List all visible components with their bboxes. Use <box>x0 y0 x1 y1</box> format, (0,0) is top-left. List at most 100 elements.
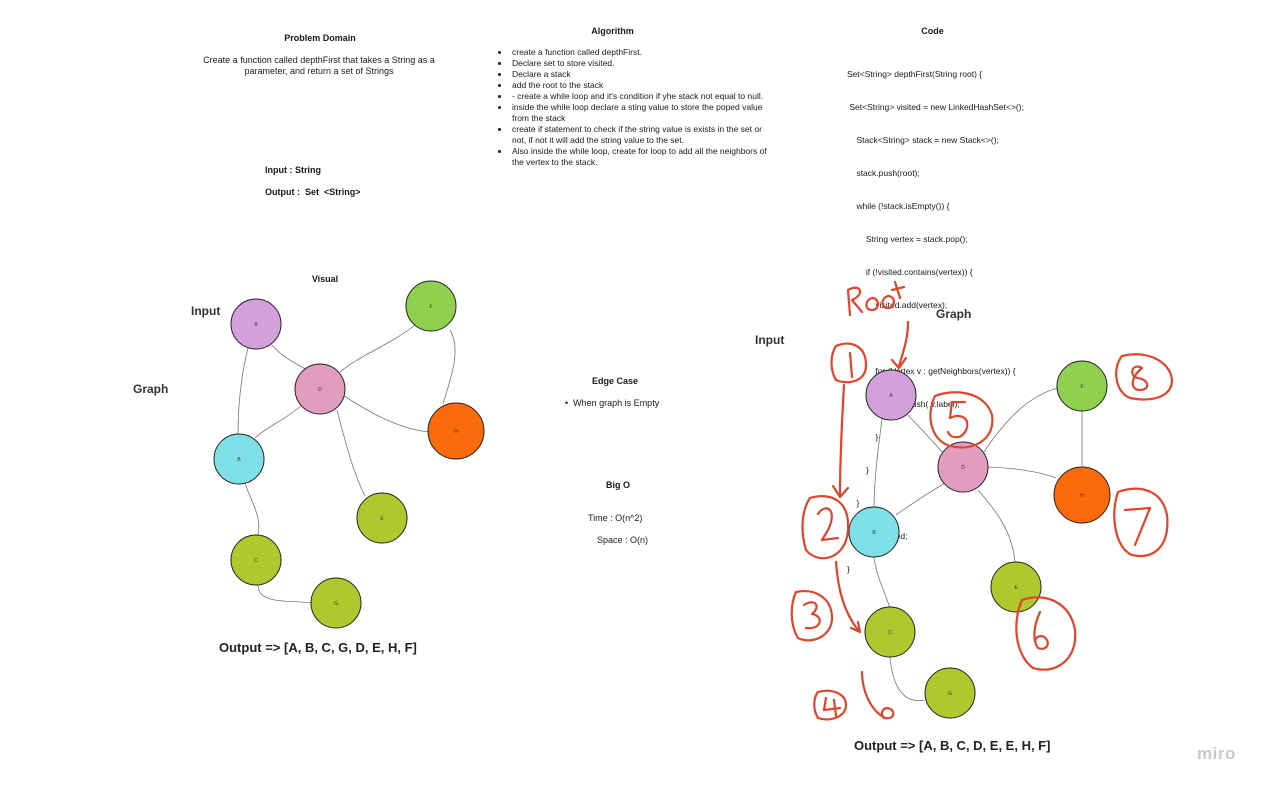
annotations <box>790 280 1174 721</box>
code-line: String vertex = stack.pop(); <box>847 234 968 244</box>
node-c-r <box>864 606 916 658</box>
algorithm-list: create a function called depthFirst. Dec… <box>496 47 772 168</box>
big-o-heading: Big O <box>606 480 630 490</box>
edge-b-c <box>244 482 260 536</box>
node-b <box>213 433 265 485</box>
node-label: G <box>948 691 952 697</box>
annotation-5 <box>929 391 994 449</box>
node-label: B <box>237 457 241 463</box>
edge-d-h <box>342 394 431 433</box>
algorithm-step: add the root to the stack <box>510 80 772 91</box>
algorithm-step: create if statement to check if the stri… <box>510 124 772 146</box>
right-graph-label: Graph <box>936 307 972 321</box>
node-label: G <box>334 601 338 607</box>
node-f-r <box>1056 360 1108 412</box>
code-line: } <box>847 465 869 475</box>
edge-d-e-r <box>977 489 1016 563</box>
node-label: H <box>454 429 458 435</box>
input-type: Input : String <box>265 165 321 175</box>
code-line: } <box>847 564 850 574</box>
node-a-r <box>865 369 917 421</box>
edge-case-text: When graph is Empty <box>573 398 660 408</box>
algorithm-step: inside the while loop declare a sting va… <box>510 102 772 124</box>
edge-d-f <box>339 324 416 373</box>
code-line: stack.push(root); <box>847 168 920 178</box>
annotation-7 <box>1113 487 1169 558</box>
node-label: B <box>872 530 876 536</box>
right-input-label: Input <box>755 333 785 347</box>
edge-d-b <box>254 404 303 439</box>
right-output: Output => [A, B, C, D, E, E, H, F] <box>854 738 1051 753</box>
time-complexity: Time : O(n^2) <box>588 513 643 523</box>
annotation-4 <box>813 689 848 721</box>
node-label: C <box>254 558 258 564</box>
problem-domain-text: Create a function called depthFirst that… <box>203 55 435 76</box>
node-label: H <box>1080 493 1084 499</box>
algorithm-heading: Algorithm <box>591 26 634 36</box>
arrow-c-g <box>860 670 895 720</box>
arrow-b-c <box>834 560 862 634</box>
node-g <box>310 577 362 629</box>
node-h <box>427 402 485 460</box>
node-label: F <box>429 304 432 310</box>
left-graph-nodes <box>213 280 485 629</box>
edge-a-b <box>237 347 249 436</box>
code-line: if (!visited.contains(vertex)) { <box>847 267 973 277</box>
visual-output: Output => [A, B, C, G, D, E, H, F] <box>219 640 417 655</box>
root-annotation <box>846 280 906 317</box>
space-complexity: Space : O(n) <box>597 535 649 545</box>
node-d-r <box>937 441 989 493</box>
arrow-a-b <box>831 383 850 499</box>
edge-c-g <box>257 584 313 604</box>
edge-c-g-r <box>889 656 926 701</box>
node-label: E <box>1014 585 1018 591</box>
node-label: F <box>1080 384 1083 390</box>
node-label: E <box>380 516 384 522</box>
node-b-r <box>848 506 900 558</box>
right-graph-edges <box>873 387 1083 701</box>
node-h-r <box>1053 466 1111 524</box>
bullet: • <box>565 398 574 408</box>
code-line: while (!stack.isEmpty()) { <box>847 201 950 211</box>
edge-d-b-r <box>895 482 946 516</box>
visual-heading: Visual <box>311 274 339 284</box>
miro-logo: miro <box>1197 744 1236 763</box>
edge-d-h-r <box>986 466 1057 479</box>
edge-a-b-r <box>873 418 883 509</box>
code-line: } <box>847 432 879 442</box>
code-heading: Code <box>921 26 944 36</box>
edge-case-heading: Edge Case <box>591 376 639 386</box>
code-line: Set<String> depthFirst(String root) { <box>847 69 983 79</box>
right-node-labels: A F D H B E C G <box>872 384 1084 697</box>
node-a <box>230 298 282 350</box>
output-type: Output : Set <String> <box>265 187 361 197</box>
algorithm-step: Declare set to store visited. <box>510 58 772 69</box>
node-label: C <box>888 630 892 636</box>
node-label: D <box>961 465 965 471</box>
annotation-6 <box>1015 596 1077 671</box>
edge-d-e <box>336 409 366 497</box>
edge-a-d <box>271 344 311 373</box>
edge-case-item: • When graph is Empty <box>565 398 659 409</box>
edge-a-d-r <box>904 411 943 453</box>
code-line: } <box>847 498 860 508</box>
algorithm-step: create a function called depthFirst. <box>510 47 772 58</box>
left-graph-edges <box>237 324 456 604</box>
algorithm-step: Declare a stack <box>510 69 772 80</box>
edge-d-f-r <box>983 387 1059 453</box>
node-e <box>356 492 408 544</box>
node-f <box>405 280 457 332</box>
node-label: D <box>318 387 322 393</box>
code-block: Set<String> depthFirst(String root) { Se… <box>847 47 1024 586</box>
node-label: A <box>889 393 893 399</box>
visual-graph-label: Graph <box>133 382 169 396</box>
node-e-r <box>990 561 1042 613</box>
annotation-2 <box>801 495 850 560</box>
annotation-8 <box>1115 353 1174 401</box>
annotation-1 <box>830 342 868 384</box>
node-c <box>230 534 282 586</box>
code-line: visited.add(vertex); <box>847 300 948 310</box>
node-g-r <box>924 667 976 719</box>
code-line: Stack<String> stack = new Stack<>(); <box>847 135 999 145</box>
